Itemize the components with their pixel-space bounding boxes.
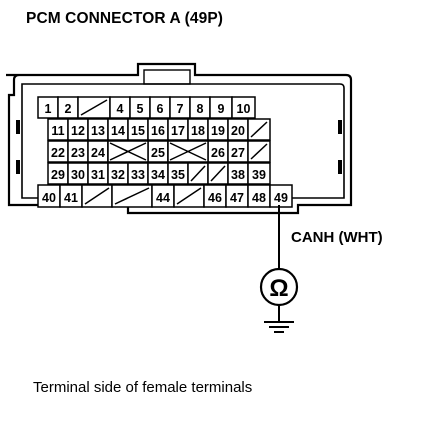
- terminal-label: 12: [71, 124, 85, 138]
- terminal-label: 33: [131, 168, 145, 182]
- terminal-label: 32: [111, 168, 125, 182]
- blank-terminal-mark: [114, 187, 150, 205]
- terminal-label: 48: [252, 191, 266, 205]
- blank-cross-mark: [169, 142, 207, 161]
- terminal-label: 39: [252, 168, 266, 182]
- right-side-slot: [338, 120, 342, 134]
- terminal-label: 17: [171, 124, 185, 138]
- terminal-label: 34: [151, 168, 165, 182]
- connector-latch: [143, 69, 191, 85]
- terminal-label: 6: [157, 102, 164, 116]
- terminal-10: [231, 96, 256, 119]
- blank-terminal-mark: [80, 99, 108, 116]
- terminal-label: 22: [51, 146, 65, 160]
- terminal-label: 41: [64, 191, 78, 205]
- terminal-label: 15: [131, 124, 145, 138]
- terminal-label: 23: [71, 146, 85, 160]
- blank-terminal-mark: [210, 165, 226, 182]
- terminal-label: 35: [171, 168, 185, 182]
- terminal-label: 18: [191, 124, 205, 138]
- left-side-slot-lower: [16, 160, 20, 174]
- terminal-label: 40: [42, 191, 56, 205]
- right-side-slot-lower: [338, 160, 342, 174]
- terminal-label: 9: [218, 102, 225, 116]
- wire-label: CANH (WHT): [291, 229, 383, 246]
- terminal-label: 26: [211, 146, 225, 160]
- blank-terminal-mark: [84, 187, 110, 205]
- terminal-label: 24: [91, 146, 105, 160]
- terminal-39: [247, 162, 271, 185]
- terminal-label: 14: [111, 124, 125, 138]
- terminal-label: 46: [208, 191, 222, 205]
- blank-terminal-mark: [190, 165, 206, 182]
- terminal-label: 29: [51, 168, 65, 182]
- terminal-label: 13: [91, 124, 105, 138]
- blank-cross-mark: [109, 142, 147, 161]
- terminal-label: 7: [177, 102, 184, 116]
- terminal-label: 2: [65, 102, 72, 116]
- ohm-symbol: Ω: [269, 275, 288, 302]
- terminal-label: 1: [45, 102, 52, 116]
- terminal-label: 10: [237, 102, 251, 116]
- terminal-49: [269, 184, 293, 208]
- diagram-title: PCM CONNECTOR A (49P): [26, 10, 224, 27]
- terminal-label: 5: [137, 102, 144, 116]
- terminal-label: 49: [274, 191, 288, 205]
- terminal-label: 20: [231, 124, 245, 138]
- ground-icon: [264, 321, 294, 333]
- terminal-label: 8: [197, 102, 204, 116]
- terminal-label: 31: [91, 168, 105, 182]
- connector-inner-body: [21, 83, 345, 199]
- left-side-slot: [16, 120, 20, 134]
- terminal-label: 16: [151, 124, 165, 138]
- connector-housing: [6, 62, 353, 215]
- terminal-label: 44: [156, 191, 170, 205]
- blank-terminal-mark: [176, 187, 202, 205]
- blank-terminal-mark: [250, 143, 268, 160]
- terminal-label: 19: [211, 124, 225, 138]
- blank-terminal-mark: [250, 121, 268, 138]
- terminal-label: 47: [230, 191, 244, 205]
- terminal-label: 30: [71, 168, 85, 182]
- terminal-label: 38: [231, 168, 245, 182]
- diagram-caption: Terminal side of female terminals: [33, 379, 253, 396]
- terminal-label: 27: [231, 146, 245, 160]
- terminal-label: 11: [51, 124, 64, 138]
- terminal-label: 25: [151, 146, 165, 160]
- terminal-label: 4: [117, 102, 124, 116]
